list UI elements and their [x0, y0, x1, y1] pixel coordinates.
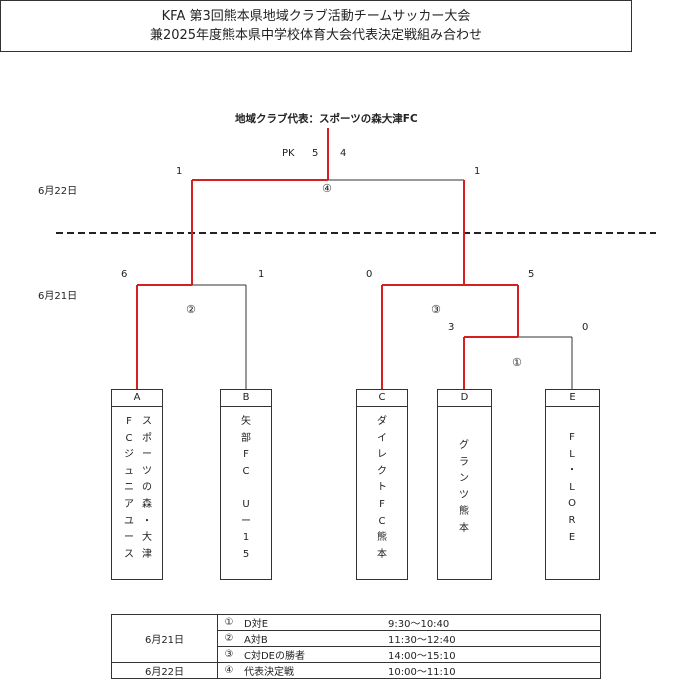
score-m1-right: 0 — [582, 322, 589, 333]
team-letter: A — [112, 390, 162, 407]
pk-left-score: 5 — [312, 148, 319, 159]
winner-label: 地域クラブ代表：スポーツの森大津FC — [235, 113, 418, 125]
schedule-num: ② — [217, 630, 240, 647]
date-day1: 6月21日 — [38, 291, 78, 302]
schedule-time: 11:30〜12:40 — [384, 630, 601, 647]
schedule-match: A対B — [240, 630, 384, 647]
schedule-num: ③ — [217, 646, 240, 663]
schedule-time: 14:00〜15:10 — [384, 646, 601, 663]
team-box-d: D グラン ツ熊本 — [437, 389, 492, 580]
team-a-name-col2: スポー ツの森 ・大津 — [142, 416, 152, 560]
match-number-2: ② — [186, 303, 196, 316]
table-row: 6月21日 ① D対E 9:30〜10:40 — [111, 614, 601, 663]
pk-right-score: 4 — [340, 148, 347, 159]
schedule-time: 9:30〜10:40 — [384, 614, 601, 631]
schedule-num: ① — [217, 614, 240, 631]
schedule-time: 10:00〜11:10 — [384, 662, 601, 679]
match-number-4: ④ — [322, 182, 332, 195]
pk-label: PK — [282, 148, 295, 159]
score-final-right: 1 — [474, 166, 481, 177]
schedule-match: 代表決定戦 — [240, 662, 384, 679]
match-number-3: ③ — [431, 303, 441, 316]
team-letter: E — [546, 390, 599, 407]
score-m1-left: 3 — [448, 322, 455, 333]
team-letter: B — [221, 390, 271, 407]
score-m2-left: 6 — [121, 269, 128, 280]
team-d-name: グラン ツ熊本 — [459, 440, 469, 534]
schedule-table: 6月21日 ① D対E 9:30〜10:40 ② A対B 11:30〜12:40… — [111, 614, 601, 679]
schedule-date: 6月21日 — [111, 614, 218, 663]
title-line-2: 兼2025年度熊本県中学校体育大会代表決定戦組み合わせ — [149, 28, 483, 43]
schedule-match: D対E — [240, 614, 384, 631]
score-m2-right: 1 — [258, 269, 265, 280]
date-day2: 6月22日 — [38, 186, 78, 197]
title-box: KFA 第3回熊本県地域クラブ活動チームサッカー大会 兼2025年度熊本県中学校… — [0, 0, 632, 52]
schedule-num: ④ — [217, 662, 240, 679]
score-final-left: 1 — [176, 166, 183, 177]
schedule-match: C対DEの勝者 — [240, 646, 384, 663]
schedule-date: 6月22日 — [111, 662, 218, 679]
score-m3-left: 0 — [366, 269, 373, 280]
team-letter: D — [438, 390, 491, 407]
table-row: 6月22日 ④ 代表決定戦 10:00〜11:10 — [111, 662, 601, 679]
title-line-1: KFA 第3回熊本県地域クラブ活動チームサッカー大会 — [161, 9, 471, 24]
match-number-1: ① — [512, 356, 522, 369]
team-letter: C — [357, 390, 407, 407]
score-m3-right: 5 — [528, 269, 535, 280]
